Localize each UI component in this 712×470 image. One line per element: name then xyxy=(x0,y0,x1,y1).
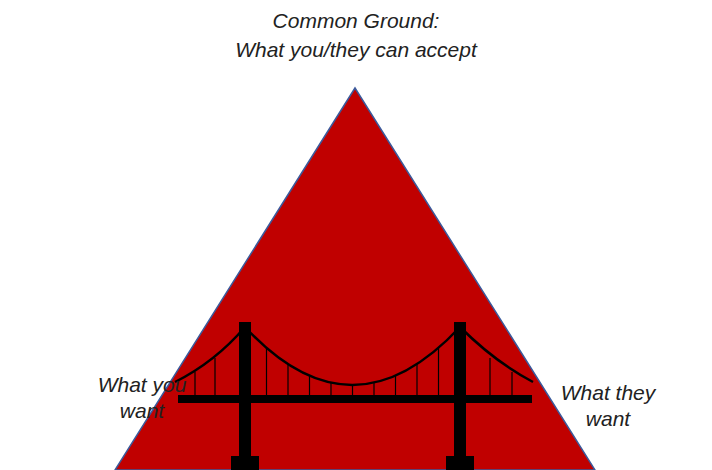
bridge-tower xyxy=(454,322,466,470)
bridge-silhouette xyxy=(175,322,533,470)
tower-base xyxy=(231,456,259,470)
diagram-heading: Common Ground: xyxy=(0,8,712,34)
bridge-deck xyxy=(178,395,532,403)
tower-base xyxy=(446,456,474,470)
common-ground-triangle xyxy=(115,88,595,470)
diagram-subheading: What you/they can accept xyxy=(0,37,712,63)
bridge-tower xyxy=(239,322,251,470)
bridge-cable xyxy=(175,327,533,385)
vertex-label: What they want xyxy=(556,380,660,432)
vertex-label: What you want xyxy=(92,372,192,424)
